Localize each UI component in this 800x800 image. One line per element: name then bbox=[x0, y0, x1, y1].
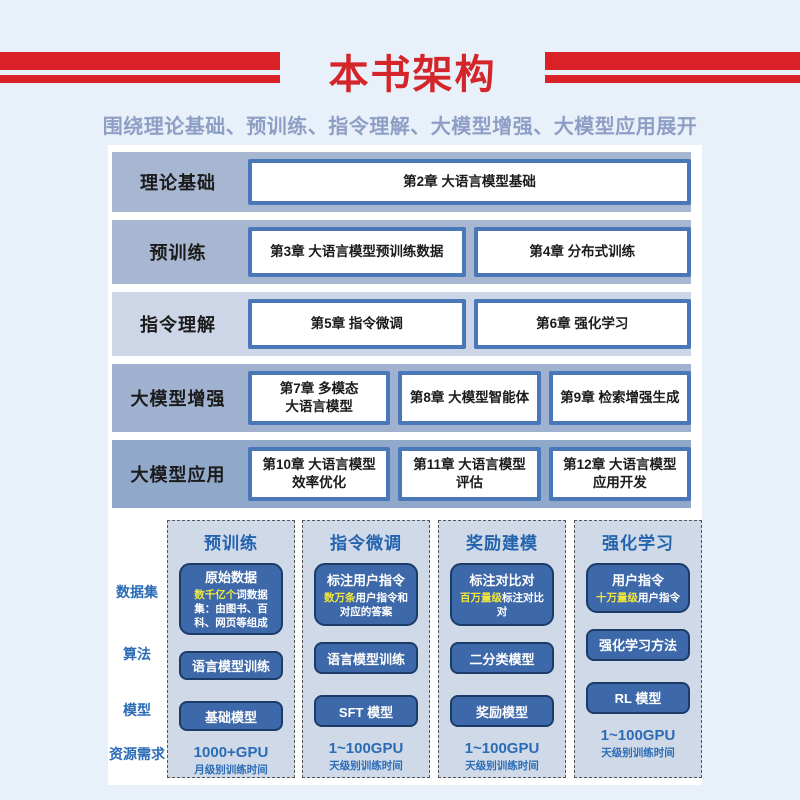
page-title: 本书架构 bbox=[328, 53, 497, 97]
layer-boxes: 第5章 指令微调 第6章 强化学习 bbox=[244, 292, 691, 356]
dataset-desc-text: 用户指令 bbox=[638, 592, 680, 604]
model-box: SFT 模型 bbox=[314, 695, 418, 728]
chapter-box: 第7章 多模态 大语言模型 bbox=[248, 371, 391, 425]
dataset-title: 标注用户指令 bbox=[326, 573, 405, 588]
dataset-desc: 数万条用户指令和对应的答案 bbox=[319, 592, 413, 619]
resource-gpu: 1~100GPU bbox=[328, 740, 404, 758]
resource-requirement: 1~100GPU 天级别训练时间 bbox=[601, 727, 676, 760]
resource-requirement: 1~100GPU 天级别训练时间 bbox=[329, 740, 404, 773]
chapter-box: 第9章 检索增强生成 bbox=[548, 371, 691, 425]
red-bar-thin bbox=[545, 75, 800, 83]
chapter-box: 第11章 大语言模型 评估 bbox=[398, 447, 541, 501]
pipeline-column-pretraining: 预训练 原始数据 数千亿个词数据集：由图书、百科、网页等组成 语言模型训练 基础… bbox=[167, 520, 295, 778]
layer-row-pretraining: 预训练 第3章 大语言模型预训练数据 第4章 分布式训练 bbox=[112, 220, 691, 284]
algorithm-box: 语言模型训练 bbox=[179, 650, 283, 681]
resource-time: 天级别训练时间 bbox=[465, 760, 539, 773]
pipeline-row-label-model: 模型 bbox=[123, 702, 151, 718]
layer-label: 理论基础 bbox=[140, 173, 216, 193]
dataset-desc: 数千亿个词数据集：由图书、百科、网页等组成 bbox=[184, 589, 278, 630]
layer-label: 大模型应用 bbox=[130, 465, 226, 485]
dataset-title: 用户指令 bbox=[611, 573, 664, 588]
dataset-box: 原始数据 数千亿个词数据集：由图书、百科、网页等组成 bbox=[179, 563, 283, 635]
right-red-stripes bbox=[545, 52, 800, 83]
pipeline-row-label-algorithm: 算法 bbox=[123, 646, 151, 662]
dataset-desc-text: 词数据集：由图书、百科、网页等组成 bbox=[194, 589, 268, 629]
model-box: 基础模型 bbox=[179, 701, 283, 731]
dataset-desc: 百万量级标注对比对 bbox=[455, 592, 549, 619]
dataset-title: 标注对比对 bbox=[469, 573, 535, 588]
resource-gpu: 1~100GPU bbox=[464, 740, 540, 758]
chapter-box: 第10章 大语言模型 效率优化 bbox=[248, 447, 391, 501]
chapter-box: 第4章 分布式训练 bbox=[473, 227, 691, 277]
chapter-box: 第8章 大模型智能体 bbox=[398, 371, 541, 425]
dataset-highlight: 数万条 bbox=[324, 592, 356, 604]
resource-requirement: 1000+GPU 月级别训练时间 bbox=[194, 744, 269, 777]
pipeline-column-reward-modeling: 奖励建模 标注对比对 百万量级标注对比对 二分类模型 奖励模型 1~100GPU… bbox=[438, 520, 566, 778]
chapter-box: 第5章 指令微调 bbox=[248, 299, 466, 349]
layer-boxes: 第7章 多模态 大语言模型 第8章 大模型智能体 第9章 检索增强生成 bbox=[244, 364, 691, 432]
layer-row-model-application: 大模型应用 第10章 大语言模型 效率优化 第11章 大语言模型 评估 第12章… bbox=[112, 440, 691, 508]
model-box: 奖励模型 bbox=[450, 695, 554, 728]
layer-label: 大模型增强 bbox=[130, 389, 226, 409]
red-bar-thick bbox=[0, 52, 280, 70]
page-subtitle: 围绕理论基础、预训练、指令理解、大模型增强、大模型应用展开 bbox=[102, 116, 698, 138]
dataset-desc: 十万量级用户指令 bbox=[591, 592, 685, 606]
algorithm-box: 强化学习方法 bbox=[586, 628, 690, 661]
algorithm-box: 语言模型训练 bbox=[314, 642, 418, 675]
layer-row-model-enhancement: 大模型增强 第7章 多模态 大语言模型 第8章 大模型智能体 第9章 检索增强生… bbox=[112, 364, 691, 432]
layer-row-instruction-understanding: 指令理解 第5章 指令微调 第6章 强化学习 bbox=[112, 292, 691, 356]
resource-gpu: 1000+GPU bbox=[193, 743, 269, 761]
dataset-desc-text: 用户指令和对应的答案 bbox=[339, 592, 408, 618]
chapter-box: 第3章 大语言模型预训练数据 bbox=[248, 227, 466, 277]
resource-time: 天级别训练时间 bbox=[329, 760, 403, 773]
dataset-highlight: 数千亿个 bbox=[194, 589, 237, 602]
layer-label: 预训练 bbox=[149, 243, 207, 263]
layer-rows: 理论基础 第2章 大语言模型基础 预训练 第3章 大语言模型预训练数据 第4章 … bbox=[108, 145, 702, 508]
resource-gpu: 1~100GPU bbox=[600, 726, 676, 744]
resource-time: 月级别训练时间 bbox=[194, 763, 268, 776]
dataset-box: 标注对比对 百万量级标注对比对 bbox=[450, 563, 554, 627]
red-bar-thin bbox=[0, 75, 280, 83]
chapter-box: 第6章 强化学习 bbox=[473, 299, 691, 349]
layer-boxes: 第2章 大语言模型基础 bbox=[244, 152, 691, 212]
dataset-highlight: 十万量级 bbox=[596, 592, 638, 604]
resource-requirement: 1~100GPU 天级别训练时间 bbox=[465, 740, 540, 773]
pipeline-column-reinforcement-learning: 强化学习 用户指令 十万量级用户指令 强化学习方法 RL 模型 1~100GPU… bbox=[574, 520, 702, 778]
algorithm-box: 二分类模型 bbox=[450, 642, 554, 675]
pipeline-row-label-resource: 资源需求 bbox=[109, 746, 165, 762]
dataset-desc-text: 标注对比对 bbox=[496, 592, 544, 618]
dataset-highlight: 百万量级 bbox=[460, 592, 502, 604]
pipeline-column-sft: 指令微调 标注用户指令 数万条用户指令和对应的答案 语言模型训练 SFT 模型 … bbox=[302, 520, 430, 778]
pipeline-row-label-dataset: 数据集 bbox=[116, 584, 158, 600]
layer-row-theory: 理论基础 第2章 大语言模型基础 bbox=[112, 152, 691, 212]
pipeline-column-title: 指令微调 bbox=[330, 534, 402, 553]
pipeline-column-title: 预训练 bbox=[204, 534, 258, 553]
left-red-stripes bbox=[0, 52, 280, 83]
dataset-box: 标注用户指令 数万条用户指令和对应的答案 bbox=[314, 563, 418, 627]
dataset-box: 用户指令 十万量级用户指令 bbox=[586, 563, 690, 613]
dataset-title: 原始数据 bbox=[204, 570, 257, 586]
layer-boxes: 第3章 大语言模型预训练数据 第4章 分布式训练 bbox=[244, 220, 691, 284]
layer-boxes: 第10章 大语言模型 效率优化 第11章 大语言模型 评估 第12章 大语言模型… bbox=[244, 440, 691, 508]
model-box: RL 模型 bbox=[586, 681, 690, 714]
chapter-box: 第12章 大语言模型 应用开发 bbox=[548, 447, 691, 501]
layer-label: 指令理解 bbox=[140, 315, 216, 335]
pipeline-column-title: 奖励建模 bbox=[466, 534, 538, 553]
pipeline-column-title: 强化学习 bbox=[602, 534, 674, 553]
chapter-box: 第2章 大语言模型基础 bbox=[248, 159, 691, 205]
red-bar-thick bbox=[545, 52, 800, 70]
training-pipeline: 数据集 算法 模型 资源需求 预训练 原始数据 数千亿个词数据集：由图书、百科、… bbox=[108, 516, 702, 782]
resource-time: 天级别训练时间 bbox=[601, 746, 675, 759]
